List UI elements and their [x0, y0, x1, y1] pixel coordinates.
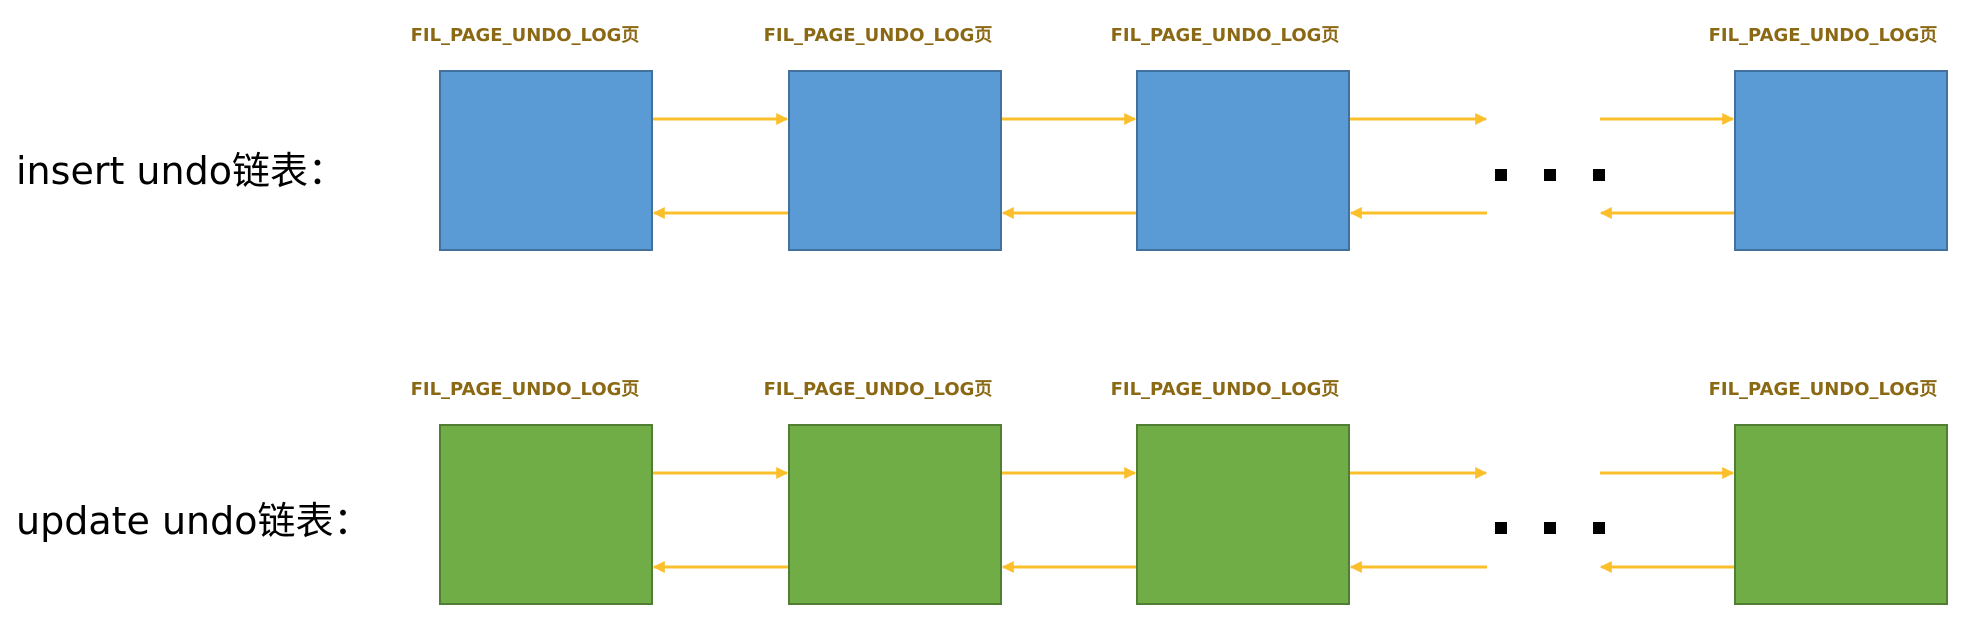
- insert-ellipsis: [1495, 165, 1605, 185]
- ellipsis-dot: [1593, 169, 1605, 181]
- update-undo-page-2: [788, 424, 1002, 605]
- ellipsis-dot: [1593, 522, 1605, 534]
- update-page-label-3: FIL_PAGE_UNDO_LOG页: [1110, 379, 1340, 400]
- ellipsis-dot: [1544, 522, 1556, 534]
- update-page-label-1: FIL_PAGE_UNDO_LOG页: [410, 379, 640, 400]
- update-undo-list-label: update undo链表：: [16, 499, 372, 543]
- update-ellipsis: [1495, 518, 1605, 538]
- ellipsis-dot: [1495, 522, 1507, 534]
- insert-page-label-3: FIL_PAGE_UNDO_LOG页: [1110, 25, 1340, 46]
- insert-undo-page-1: [439, 70, 653, 251]
- update-undo-page-1: [439, 424, 653, 605]
- update-page-label-2: FIL_PAGE_UNDO_LOG页: [763, 379, 993, 400]
- insert-page-label-1: FIL_PAGE_UNDO_LOG页: [410, 25, 640, 46]
- insert-undo-page-3: [1136, 70, 1350, 251]
- insert-page-label-2: FIL_PAGE_UNDO_LOG页: [763, 25, 993, 46]
- insert-undo-page-4: [1734, 70, 1948, 251]
- insert-undo-page-2: [788, 70, 1002, 251]
- insert-page-label-4: FIL_PAGE_UNDO_LOG页: [1708, 25, 1938, 46]
- update-page-label-4: FIL_PAGE_UNDO_LOG页: [1708, 379, 1938, 400]
- ellipsis-dot: [1544, 169, 1556, 181]
- update-undo-page-4: [1734, 424, 1948, 605]
- update-undo-page-3: [1136, 424, 1350, 605]
- ellipsis-dot: [1495, 169, 1507, 181]
- insert-undo-list-label: insert undo链表：: [16, 149, 346, 193]
